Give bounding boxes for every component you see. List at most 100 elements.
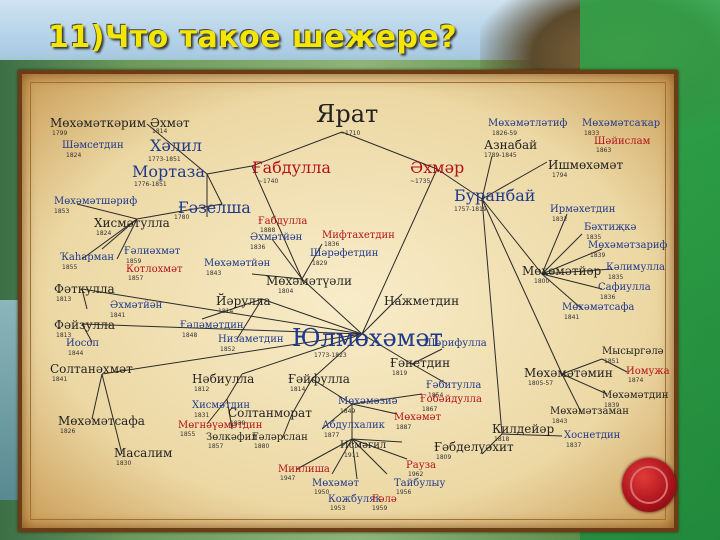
node-miftakhetdin-date: 1836 <box>324 241 340 248</box>
node-aznabay: Азнабай <box>484 138 538 152</box>
node-nazhmetdin: Нажметдин <box>384 294 460 308</box>
node-soltanmorat: Солтанморат <box>228 406 312 420</box>
node-khismatulla: Хисмәтулла <box>94 216 170 230</box>
node-galyarslan-date: 1880 <box>254 443 270 450</box>
node-mokhamazia-date: 1849 <box>340 408 356 415</box>
node-taybulyu: Тайбулыу <box>394 478 446 489</box>
node-galametdin-date: 1848 <box>182 332 198 339</box>
node-fatkulla-date: 1813 <box>56 296 72 303</box>
node-mortaza-date: 1776-1851 <box>134 181 167 188</box>
node-mokhamatsharif: Мөхәмәтшәриф <box>54 196 138 207</box>
node-safiulla: Сафиулла <box>598 282 651 293</box>
node-mognavamatdin: Мөгнәүәмәтдин <box>178 420 263 431</box>
node-gayfulla: Ғәйфулла <box>288 372 350 386</box>
node-kalimulla: Кәлимулла <box>606 262 666 273</box>
node-galametdin: Ғәләмәтдин <box>180 320 244 331</box>
node-mokhamatyan: Мөхәмәтйән <box>204 258 271 269</box>
node-gazelsha: Ғәзелша <box>178 198 251 217</box>
parchment-border <box>30 82 666 520</box>
node-gabdelyakhit: Ғәбделүәхит <box>434 440 514 454</box>
node-mokhamatzarif-date: 1839 <box>590 252 606 259</box>
node-iomuzha: Иомужа <box>626 366 670 377</box>
node-khosnetdin-date: 1837 <box>566 442 582 449</box>
node-mokhamazia: Мөхәмәзиә <box>338 396 398 407</box>
node-galiakhmat-date: 1859 <box>126 258 142 265</box>
node-gabdulla2-date: 1888 <box>260 227 276 234</box>
node-ishmokhamat: Ишмөхәмәт <box>548 158 624 172</box>
node-rauza-date: 1962 <box>408 471 424 478</box>
node-mokhamatamin-date: 1805-57 <box>528 380 554 387</box>
node-mokhamatlatif: Мөхәмәтләтиф <box>488 118 568 129</box>
node-gabdelyakhit-date: 1809 <box>436 454 452 461</box>
node-shaislam-date: 1863 <box>596 147 612 154</box>
node-rauza: Рауза <box>406 460 436 471</box>
node-minisha: Минлиша <box>278 464 330 475</box>
node-fayzulla-date: 1813 <box>56 332 72 339</box>
node-mokhamatsafa1: Мөхәмәтсафа <box>58 414 145 428</box>
node-nabiulla: Нәбиулла <box>192 372 255 386</box>
node-kaharman-date: 1855 <box>62 264 78 271</box>
node-mokhamatdin: Мөхәмәтдин <box>602 390 669 401</box>
node-taybulyu-date: 1956 <box>396 489 412 496</box>
node-mokhamat2: Мөхәмәт <box>394 412 442 423</box>
node-masalim: Масалим <box>114 446 173 460</box>
node-zulkafil: Зөлкәфил <box>206 432 258 443</box>
node-mokhamatzarif: Мөхәмәтзариф <box>588 240 668 251</box>
node-ganetdin: Ғәнетдин <box>390 356 451 370</box>
node-mysyrgala: Мысыргәлә <box>602 346 664 357</box>
node-mokhamat3-date: 1950 <box>314 489 330 496</box>
node-mokhamatkarim: Мөхәмәткәрим <box>50 116 147 130</box>
node-shamsetdin-date: 1824 <box>66 152 82 159</box>
node-gabdulla: Ғабдулла <box>252 158 331 177</box>
node-mokhamatsharif-date: 1853 <box>54 208 70 215</box>
node-ismagil-date: 1911 <box>344 452 360 459</box>
wax-seal-icon <box>622 458 676 512</box>
node-mognavamatdin-date: 1855 <box>180 431 196 438</box>
node-safiulla-date: 1836 <box>600 294 616 301</box>
node-buranbay: Буранбай <box>454 186 536 205</box>
node-ishmokhamat-date: 1794 <box>552 172 568 179</box>
node-mokhamatzaman-date: 1843 <box>552 418 568 425</box>
node-galyarslan: Ғәләрслан <box>252 432 308 443</box>
node-mokhamatsakar: Мөхәмәтсаҡар <box>582 118 661 129</box>
node-khalil: Хәлил <box>150 136 202 155</box>
root-ancestor-name: Ярат <box>316 100 379 128</box>
node-sharifulla: Шәрифулла <box>424 338 487 349</box>
node-mokhamatdin-date: 1839 <box>604 402 620 409</box>
node-khismatdin: Хисмәтдин <box>192 400 251 411</box>
node-irmakhetdin-date: 1832 <box>552 216 568 223</box>
node-khalil-date: 1773-1851 <box>148 156 181 163</box>
node-kalimulla-date: 1835 <box>608 274 624 281</box>
node-bakhtizhka: Бәхтиҗкә <box>584 222 637 233</box>
node-soltanmorat-date: 1839 <box>230 420 246 427</box>
node-nizametdin: Низаметдин <box>218 334 284 345</box>
node-akhmat-date: 1814 <box>152 128 168 135</box>
node-mokhamatyar-date: 1800 <box>534 278 550 285</box>
node-gayfulla-date: 1814 <box>290 386 306 393</box>
node-galya: Ғәлә <box>372 494 397 505</box>
node-mokhamatyan-date: 1843 <box>206 270 222 277</box>
node-gabitulla: Ғәбитулла <box>426 380 482 391</box>
node-mokhamatlatif-date: 1826-59 <box>492 130 518 137</box>
node-mokhamatamin: Мөхәмәтәмин <box>524 366 613 380</box>
node-mokhamatsafa2-date: 1841 <box>564 314 580 321</box>
node-gazelsha-date: 1780 <box>174 214 190 221</box>
family-tree-lines <box>76 123 628 480</box>
node-kotlokhmat-date: 1857 <box>128 275 144 282</box>
node-irmakhetdin: Ирмәхетдин <box>550 204 616 215</box>
node-kozhbulyak: Кожбуляк <box>328 494 382 505</box>
node-khosnetdin: Хоснетдин <box>564 430 621 441</box>
node-shamsetdin: Шәмсетдин <box>62 140 124 151</box>
node-abdulkhalik: Абдулхалик <box>322 420 385 431</box>
node-sharafetdin: Шәрәфетдин <box>310 248 379 259</box>
node-mokhamatuali-date: 1804 <box>278 288 294 295</box>
node-mokhamatsakar-date: 1833 <box>584 130 600 137</box>
node-akhmatyan2-date: 1836 <box>250 244 266 251</box>
node-yarulla-date: 1814 <box>218 308 234 315</box>
node-mokhamatzaman: Мөхәмәтзаман <box>550 406 629 417</box>
node-iosop-date: 1844 <box>68 350 84 357</box>
node-gobaydulla: Ғобәйдулла <box>420 394 482 405</box>
node-mokhamatuali: Мөхәмәтүәли <box>266 274 352 288</box>
node-soltanakhmat-date: 1841 <box>52 376 68 383</box>
node-nizametdin-date: 1852 <box>220 346 236 353</box>
